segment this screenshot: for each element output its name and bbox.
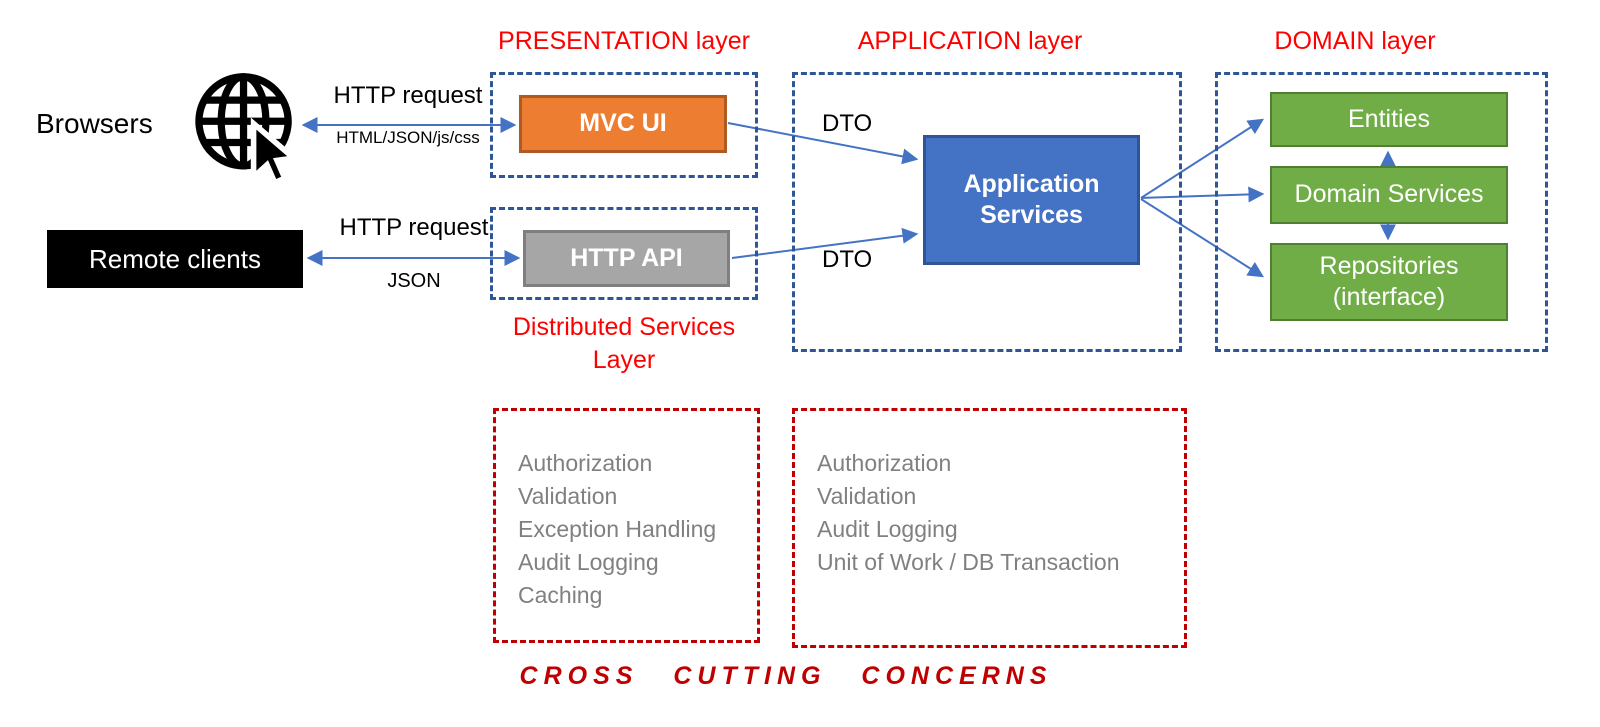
list-item: Authorization xyxy=(518,450,653,476)
list-item: Unit of Work / DB Transaction xyxy=(817,549,1120,575)
repositories-label: Repositories (interface) xyxy=(1319,251,1459,311)
http-api-label: HTTP API xyxy=(570,243,683,272)
application-layer-container xyxy=(792,72,1182,352)
cross-cutting-application-list: Authorization Validation Audit Logging U… xyxy=(817,447,1174,579)
repositories-node: Repositories (interface) xyxy=(1270,243,1508,321)
list-item: Authorization xyxy=(817,450,952,476)
distributed-services-layer-title: Distributed Services Layer xyxy=(512,313,736,374)
application-layer-title: APPLICATION layer xyxy=(857,27,1083,55)
mvc-ui-label: MVC UI xyxy=(579,109,667,138)
mvc-ui-node: MVC UI xyxy=(519,95,727,153)
list-item: Audit Logging xyxy=(817,516,958,542)
presentation-layer-title: PRESENTATION layer xyxy=(498,27,750,55)
remote-arrow-request-label: HTTP request xyxy=(339,214,489,241)
entities-label: Entities xyxy=(1348,104,1430,133)
entities-node: Entities xyxy=(1270,92,1508,147)
cross-cutting-application-box: Authorization Validation Audit Logging U… xyxy=(792,408,1187,648)
browsers-label: Browsers xyxy=(36,108,153,139)
list-item: Validation xyxy=(817,483,917,509)
domain-layer-title: DOMAIN layer xyxy=(1274,27,1436,55)
cross-cutting-concerns-title: CROSS CUTTING CONCERNS xyxy=(519,662,1053,690)
dto-label-top: DTO xyxy=(822,110,873,137)
list-item: Validation xyxy=(518,483,618,509)
cross-cutting-presentation-box: Authorization Validation Exception Handl… xyxy=(493,408,760,643)
application-services-label: Application Services xyxy=(963,169,1100,229)
list-item: Audit Logging xyxy=(518,549,659,575)
browser-arrow-request-label: HTTP request xyxy=(333,82,483,109)
dto-label-bottom: DTO xyxy=(822,246,873,273)
cross-cutting-presentation-list: Authorization Validation Exception Handl… xyxy=(518,447,747,612)
domain-services-node: Domain Services xyxy=(1270,166,1508,224)
presentation-layer-container-mvc xyxy=(490,72,758,178)
list-item: Exception Handling xyxy=(518,516,717,542)
globe-cursor-icon xyxy=(195,73,301,186)
browser-arrow-response-label: HTML/JSON/js/css xyxy=(336,128,480,147)
list-item: Caching xyxy=(518,582,603,608)
domain-layer-container xyxy=(1215,72,1548,352)
remote-clients-label: Remote clients xyxy=(89,243,261,274)
domain-services-label: Domain Services xyxy=(1294,180,1484,209)
distributed-services-container xyxy=(490,207,758,300)
remote-arrow-response-label: JSON xyxy=(387,270,441,292)
http-api-node: HTTP API xyxy=(523,230,730,287)
application-services-node: Application Services xyxy=(923,135,1140,265)
remote-clients-node: Remote clients xyxy=(47,230,303,288)
